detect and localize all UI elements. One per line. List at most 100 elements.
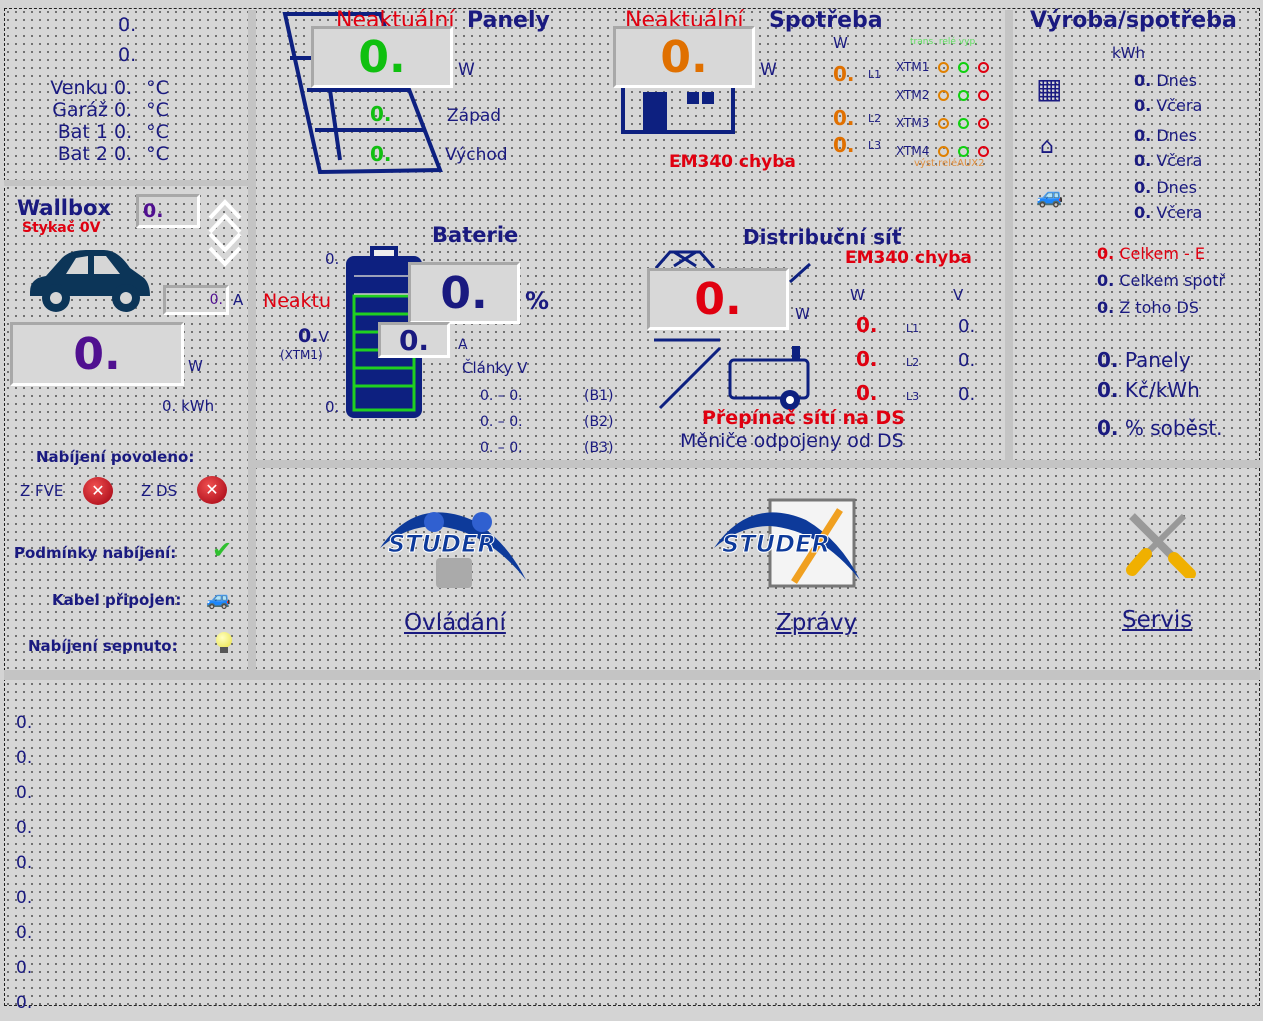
xtm-label: XTM3 <box>896 116 930 130</box>
production-row: 0. Včera <box>1134 201 1202 226</box>
log-row: 0. <box>16 783 33 803</box>
production-rows: 0. Dnes 0. Včera 0. Dnes 0. Včera 0. Dne… <box>1134 69 1202 225</box>
row-label: Včera <box>1156 150 1203 170</box>
row-label: Včera <box>1156 95 1203 115</box>
extra-row: 0. Kč/kWh <box>1097 375 1223 405</box>
messages-link[interactable]: Zprávy <box>776 610 858 636</box>
studer-logo-icon <box>380 512 526 588</box>
xtm-relays: XTM1 XTM2 XTM3 XTM4 <box>896 53 990 165</box>
grid-power: 0. <box>647 268 789 330</box>
xtm-label: XTM1 <box>896 60 930 74</box>
off-indicator <box>978 62 990 73</box>
voltage-value: 0. <box>298 325 319 347</box>
off-indicator <box>978 90 990 101</box>
off-indicator <box>978 146 990 157</box>
cell-range: 0. – 0. <box>480 388 523 404</box>
solar-panel-icon <box>282 12 443 175</box>
wallbox-energy: 0. kWh <box>162 397 215 415</box>
car-icon: 🚙 <box>1036 184 1064 209</box>
phase-power: 0. <box>856 313 878 337</box>
temp-value: 0. <box>114 121 133 143</box>
control-link[interactable]: Ovládání <box>404 610 506 636</box>
row-value: 0. <box>1134 150 1152 170</box>
panels-title: Panely <box>467 8 550 33</box>
from-grid-label: Z DS <box>141 482 178 500</box>
cell-row: 0. – 0.(B1) <box>480 383 613 409</box>
consumption-unit: W <box>760 60 777 80</box>
phase-label: L2 <box>906 356 920 369</box>
temp-label: Venku <box>50 77 108 99</box>
battery-current: 0. <box>378 322 450 358</box>
grid-title: Distribuční síť <box>743 225 902 249</box>
total-label: Celkem - E <box>1119 244 1205 263</box>
row-value: 0. <box>1134 95 1152 115</box>
studer-notepad-icon <box>714 498 860 588</box>
divider <box>4 180 252 186</box>
voltage-unit: V <box>318 328 329 346</box>
divider <box>4 670 1260 680</box>
west-label: Západ <box>447 106 502 126</box>
consumption-power: 0. <box>613 26 755 88</box>
relay-indicator <box>958 118 970 129</box>
house-icon <box>621 70 735 134</box>
wallbox-power: 0. <box>10 322 184 386</box>
temp-label: Bat 2 <box>57 143 108 165</box>
extra-row: 0. Panely <box>1097 345 1223 375</box>
log-row: 0. <box>16 923 33 943</box>
relay-header: trans. relé vyp. <box>910 37 979 47</box>
trans-indicator <box>938 146 950 157</box>
row-label: Dnes <box>1156 126 1197 145</box>
setpoint-input[interactable]: 0. <box>136 194 200 228</box>
total-row: 0. Celkem spotř <box>1097 267 1260 294</box>
consumption-title: Spotřeba <box>769 8 883 33</box>
grid-col-w: W <box>850 286 865 304</box>
temp-value: 0. <box>114 99 133 121</box>
error-x-icon: ✕ <box>197 476 227 504</box>
production-extras: 0. Panely 0. Kč/kWh 0. % soběst. <box>1097 345 1223 443</box>
logo-text: STUDER <box>388 530 497 559</box>
phase-value: 0. <box>833 133 855 157</box>
tools-icon[interactable] <box>1122 506 1198 578</box>
service-link[interactable]: Servis <box>1122 607 1193 633</box>
production-row: 0. Dnes <box>1134 124 1202 149</box>
battery-status: Neaktu <box>263 290 332 312</box>
divider <box>256 460 1260 468</box>
production-unit: kWh <box>1112 44 1146 62</box>
value-2: 0. <box>118 44 137 66</box>
voltage-source: (XTM1) <box>280 348 323 362</box>
log-row: 0. <box>16 888 33 908</box>
production-row: 0. Včera <box>1134 149 1202 174</box>
trans-indicator <box>938 118 950 129</box>
charging-on-label: Nabíjení sepnuto: <box>28 637 178 655</box>
phase-label: L1 <box>906 322 920 335</box>
west-value: 0. <box>370 102 392 126</box>
soc-unit: % <box>525 287 550 315</box>
total-value: 0. <box>1097 298 1115 317</box>
battery-voltage: 0.V <box>298 325 329 347</box>
phase-label: L3 <box>906 390 920 403</box>
studer-control-logo[interactable]: STUDER <box>376 500 542 594</box>
current-unit: A <box>458 337 468 353</box>
temp-value: 0. <box>114 143 133 165</box>
battery-max: 0. <box>325 250 340 268</box>
check-icon: ✔ <box>212 536 233 564</box>
studer-messages-logo[interactable]: STUDER <box>710 496 876 590</box>
temp-unit: °C <box>146 121 169 143</box>
grid-col-v: V <box>953 286 964 304</box>
conditions-label: Podmínky nabíjení: <box>14 544 177 562</box>
cell-id: (B2) <box>584 414 614 430</box>
log-row: 0. <box>16 713 33 733</box>
current-value: 0. <box>163 285 229 315</box>
row-value: 0. <box>1134 126 1152 145</box>
cells-label: Články V <box>462 359 528 377</box>
phase-value: 0. <box>833 62 855 86</box>
phase-label: L3 <box>868 139 882 152</box>
east-value: 0. <box>370 142 392 166</box>
off-indicator <box>978 118 990 129</box>
updown-arrows-icon[interactable] <box>206 196 244 268</box>
